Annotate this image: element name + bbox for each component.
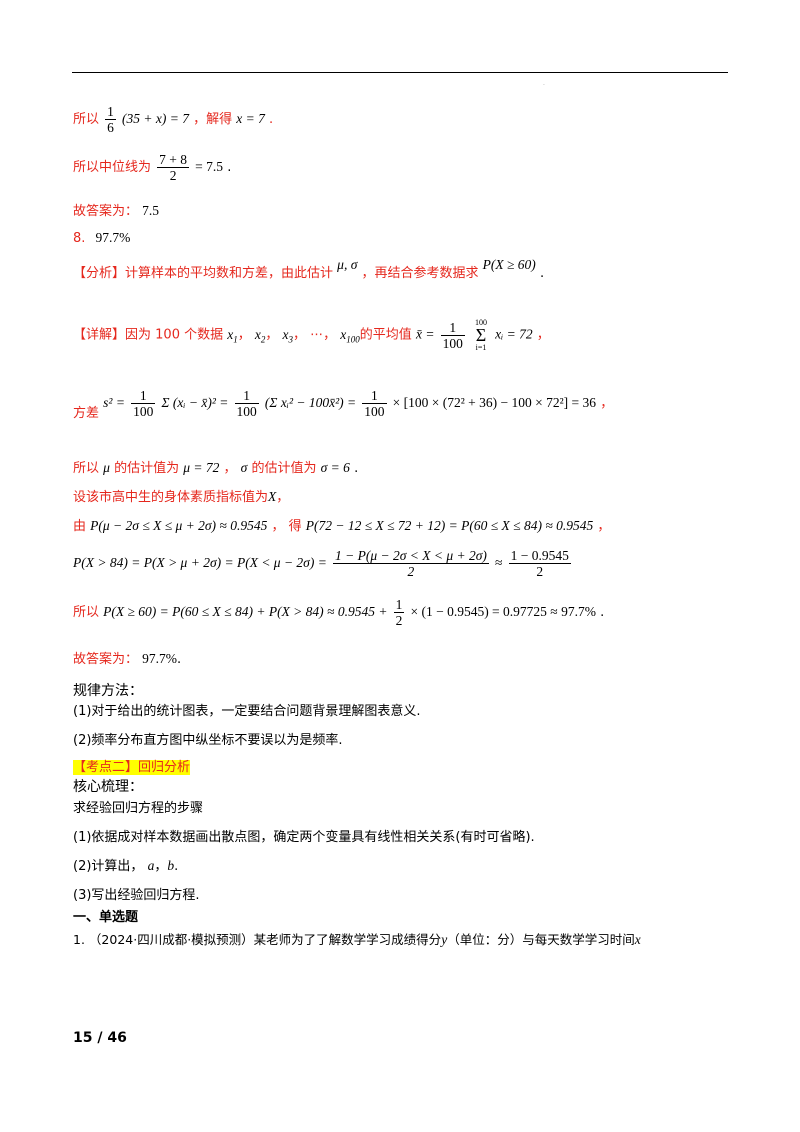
page-number: 15 / 46 (73, 1030, 127, 1046)
header-rule (72, 72, 728, 73)
answer-line-1: 故答案为： 7.5 (73, 200, 159, 219)
question-1: 1. （2024·四川成都·模拟预测）某老师为了了解数学学习成绩得分y（单位：分… (73, 932, 641, 947)
method-point-2: (2)频率分布直方图中纵坐标不要误以为是频率. (73, 733, 343, 748)
core-step-2: (2)计算出， a，b. (73, 858, 179, 874)
probability-line: P(X > 84) = P(X > μ + 2σ) = P(X < μ − 2σ… (73, 548, 571, 579)
answer-label: 故答案为： (73, 652, 139, 667)
answer-value: 7.5 (142, 203, 160, 218)
text: 所以 (73, 112, 100, 127)
fraction: 1 6 (105, 104, 116, 135)
solution-line-1: 所以 1 6 (35 + x) = 7 ，解得 x = 7 . (73, 104, 274, 135)
equation: (35 + x) = 7 (122, 111, 189, 126)
variance-label: 方差 (73, 406, 100, 421)
topic-heading: 【考点二】回归分析 (73, 760, 191, 775)
answer-value: 97.7% (95, 230, 131, 245)
estimation-line: 所以 μ 的估计值为 μ = 72 ， σ 的估计值为 σ = 6 . (73, 460, 359, 476)
solution-line-2: 所以中位线为 7 + 8 2 = 7.5 . (73, 152, 232, 183)
fraction: 7 + 8 2 (157, 152, 190, 183)
detail-line: 【详解】因为 100 个数据 x1， x2， x3， ⋯， x100的平均值 x… (73, 318, 550, 352)
text: 所以中位线为 (73, 160, 152, 175)
set-x-line: 设该市高中生的身体素质指标值为X， (73, 489, 290, 505)
method-point-1: (1)对于给出的统计图表，一定要结合问题背景理解图表意义. (73, 704, 421, 719)
core-subtitle: 求经验回归方程的步骤 (73, 801, 204, 816)
answer-line-2: 故答案为： 97.7%. (73, 651, 182, 667)
question-number: 1. (73, 932, 85, 947)
final-line: 所以 P(X ≥ 60) = P(60 ≤ X ≤ 84) + P(X > 84… (73, 597, 605, 628)
analysis-line: 【分析】计算样本的平均数和方差，由此估计 μ, σ ，再结合参考数据求 P(X … (73, 257, 545, 281)
equation: = 7.5 (195, 159, 224, 174)
core-step-3: (3)写出经验回归方程. (73, 888, 200, 903)
detail-tag: 【详解】 (73, 327, 126, 343)
section-title: 一、单选题 (73, 910, 139, 925)
text: ，解得 (193, 112, 233, 127)
header-dot: · (543, 82, 545, 89)
core-title: 核心梳理： (73, 779, 143, 795)
answer-value: 97.7% (142, 651, 178, 666)
method-title: 规律方法： (73, 683, 143, 699)
analysis-tag: 【分析】 (73, 266, 126, 281)
question-8-answer: 8. 97.7% (73, 230, 130, 246)
core-step-1: (1)依据成对样本数据画出散点图，确定两个变量具有线性相关关系(有时可省略). (73, 830, 535, 845)
from-line: 由 P(μ − 2σ ≤ X ≤ μ + 2σ) ≈ 0.9545 ， 得 P(… (73, 518, 611, 534)
answer-label: 故答案为： (73, 204, 139, 219)
question-number: 8. (73, 231, 86, 246)
equation: x = 7 (236, 111, 265, 126)
variance-line: 方差 s² = 1 100 Σ (xᵢ − x̄)² = 1 100 (Σ xᵢ… (73, 388, 614, 421)
